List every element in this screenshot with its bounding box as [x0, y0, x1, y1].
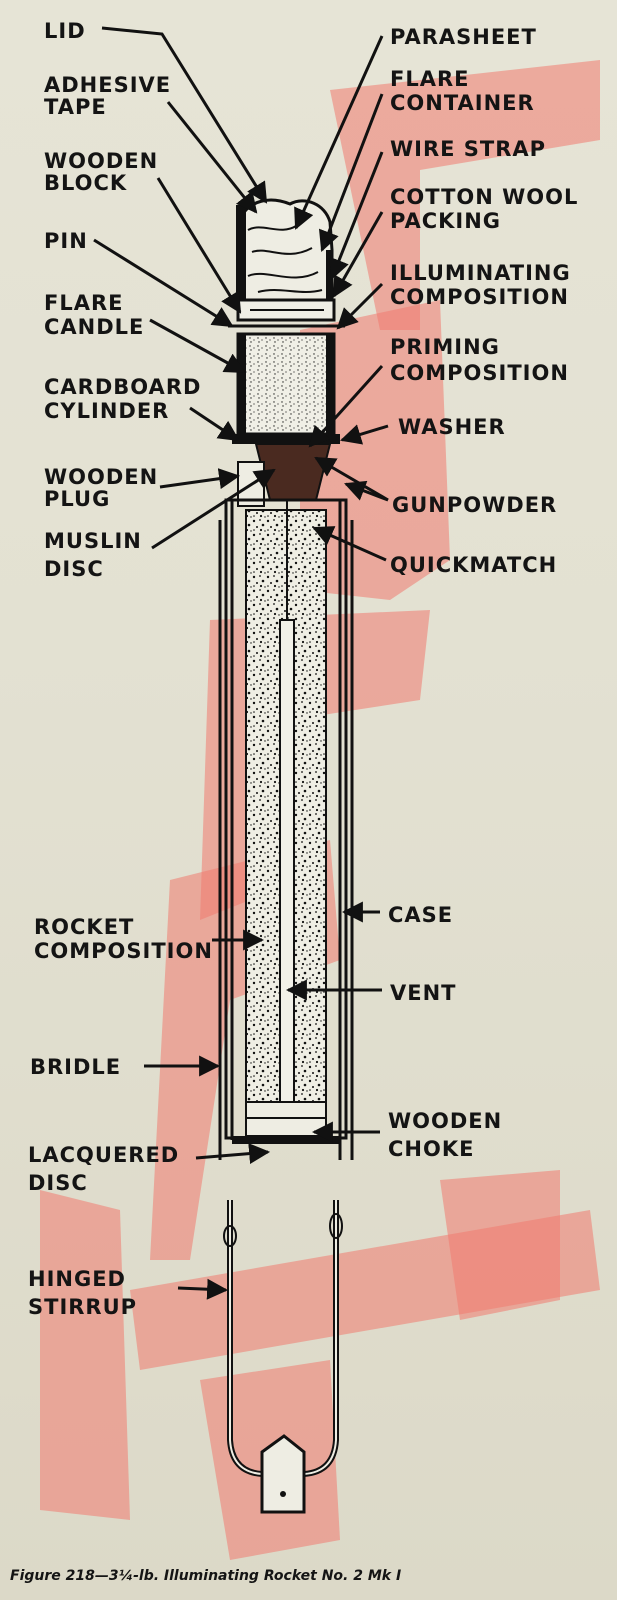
label-priming-composition: PRIMING — [390, 335, 500, 359]
central-vent — [279, 619, 295, 1103]
label-adhesive-tape: ADHESIVE — [44, 73, 171, 97]
label-flare-container: FLARE — [390, 67, 470, 91]
label-gunpowder: GUNPOWDER — [392, 493, 557, 517]
label-cardboard-cylinder: CARDBOARD — [44, 375, 201, 399]
label-flare-container-2: CONTAINER — [390, 91, 535, 115]
label-parasheet: PARASHEET — [390, 25, 537, 49]
label-rocket-composition-2: COMPOSITION — [34, 939, 213, 963]
label-lid: LID — [44, 19, 86, 43]
adhesive-tape — [236, 205, 246, 305]
label-cotton-wool: COTTON WOOL — [390, 185, 578, 209]
label-wooden-plug: WOODEN — [44, 465, 158, 489]
label-quickmatch: QUICKMATCH — [390, 553, 557, 577]
label-case: CASE — [388, 903, 453, 927]
label-illuminating-composition: ILLUMINATING — [390, 261, 571, 285]
label-wooden-choke-2: CHOKE — [388, 1137, 474, 1161]
label-illuminating-composition-2: COMPOSITION — [390, 285, 569, 309]
label-wire-strap: WIRE STRAP — [390, 137, 546, 161]
label-cardboard-cylinder-2: CYLINDER — [44, 399, 169, 423]
label-muslin-disc: MUSLIN — [44, 529, 142, 553]
label-lacquered-disc-2: DISC — [28, 1171, 88, 1195]
label-wooden-block-2: BLOCK — [44, 171, 127, 195]
label-wooden-plug-2: PLUG — [44, 487, 110, 511]
lid — [238, 198, 334, 302]
label-muslin-disc-2: DISC — [44, 557, 104, 581]
label-vent: VENT — [390, 981, 457, 1005]
label-flare-candle-2: CANDLE — [44, 315, 144, 339]
priming-composition — [254, 443, 332, 501]
label-wooden-choke: WOODEN — [388, 1109, 502, 1133]
label-cotton-wool-2: PACKING — [390, 209, 501, 233]
label-flare-candle: FLARE — [44, 291, 124, 315]
label-rocket-composition: ROCKET — [34, 915, 134, 939]
label-pin: PIN — [44, 229, 88, 253]
label-wooden-block: WOODEN — [44, 149, 158, 173]
label-adhesive-tape-2: TAPE — [44, 95, 107, 119]
washer — [232, 434, 340, 444]
flare-candle — [236, 332, 336, 436]
labels-left: LID ADHESIVE TAPE WOODEN BLOCK PIN FLARE… — [28, 19, 213, 1319]
lacquered-disc — [232, 1136, 340, 1144]
wire-strap — [326, 250, 331, 320]
label-hinged-stirrup: HINGED — [28, 1267, 126, 1291]
label-washer: WASHER — [398, 415, 506, 439]
leader-lines — [93, 26, 389, 1300]
label-lacquered-disc: LACQUERED — [28, 1143, 179, 1167]
figure-caption: Figure 218—3¼-lb. Illuminating Rocket No… — [10, 1568, 401, 1584]
labels-right: PARASHEET FLARE CONTAINER WIRE STRAP COT… — [388, 25, 578, 1161]
label-bridle: BRIDLE — [30, 1055, 121, 1079]
label-hinged-stirrup-2: STIRRUP — [28, 1295, 137, 1319]
label-priming-composition-2: COMPOSITION — [390, 361, 569, 385]
